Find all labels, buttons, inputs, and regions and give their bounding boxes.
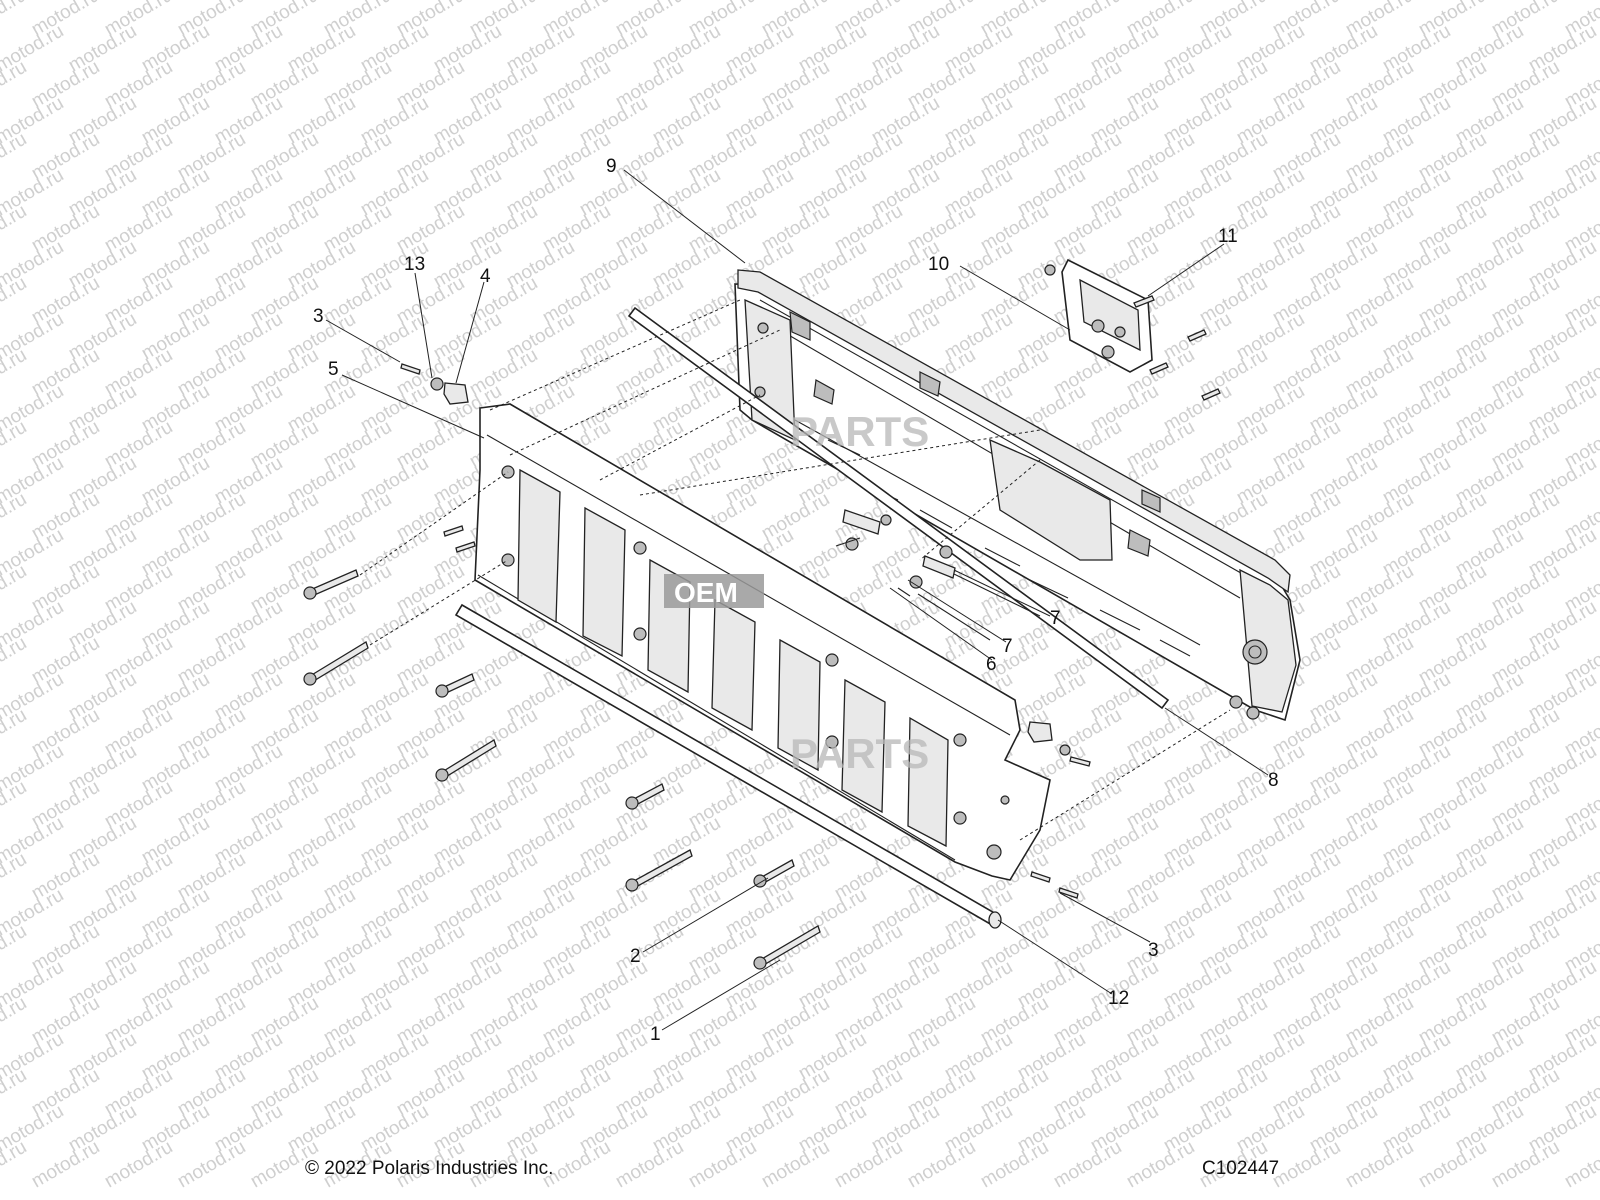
copyright-text: © 2022 Polaris Industries Inc.	[305, 1158, 554, 1179]
callout-10: 10	[928, 254, 949, 275]
callout-7-lower: 7	[1002, 636, 1013, 657]
callout-11: 11	[1218, 226, 1238, 247]
watermark-text: motod.ru	[1415, 1137, 1490, 1193]
watermark-text: motod.ru	[1123, 1137, 1198, 1193]
watermark-text: motod.ru	[1561, 1137, 1600, 1193]
center-watermarks: OEM PARTS PARTS	[664, 408, 929, 777]
drawing-number: C102447	[1202, 1158, 1280, 1179]
watermark-text: motod.ru	[1342, 1137, 1417, 1193]
watermark-text: motod.ru	[174, 1137, 249, 1193]
watermark-text: motod.ru	[0, 201, 30, 257]
watermark-parts-lower: PARTS	[790, 730, 929, 777]
watermark-parts-upper: PARTS	[790, 408, 929, 455]
callout-13: 13	[404, 254, 425, 275]
watermark-text: motod.ru	[977, 1137, 1052, 1193]
watermark-text: motod.ru	[0, 993, 30, 1049]
watermark-text: motod.ru	[0, 129, 30, 185]
watermark-text: motod.ru	[0, 1065, 30, 1121]
callout-12: 12	[1108, 988, 1129, 1009]
callout-3-bottom: 3	[1148, 940, 1159, 961]
callout-2: 2	[630, 946, 641, 967]
callout-6: 6	[986, 654, 997, 675]
callout-8: 8	[1268, 770, 1279, 791]
watermark-text: motod.ru	[0, 1137, 30, 1193]
watermark-text: motod.ru	[0, 417, 30, 473]
hinges-and-washers	[430, 377, 1091, 767]
leader-lines	[325, 169, 1269, 1031]
screws-11	[1133, 295, 1221, 401]
watermark-text: motod.ru	[28, 1137, 103, 1193]
callout-4: 4	[480, 266, 491, 287]
watermark-text: motod.ru	[0, 345, 30, 401]
watermark-text: motod.ru	[0, 57, 30, 113]
watermark-text: motod.ru	[0, 489, 30, 545]
watermark-text: motod.ru	[904, 1137, 979, 1193]
watermark-text: motod.ru	[612, 1137, 687, 1193]
watermark-text: motod.ru	[1269, 1137, 1344, 1193]
watermark-text: motod.ru	[685, 1137, 760, 1193]
callout-3-top: 3	[313, 306, 324, 327]
watermark-text: motod.ru	[0, 0, 30, 40]
watermark-text: motod.ru	[0, 849, 30, 905]
watermark-text: motod.ru	[0, 273, 30, 329]
watermark-text: motod.ru	[0, 705, 30, 761]
callout-7-upper: 7	[1050, 608, 1061, 629]
watermark-text: motod.ru	[831, 1137, 906, 1193]
callout-1: 1	[650, 1024, 661, 1045]
callout-5: 5	[328, 359, 339, 380]
watermark-text: motod.ru	[101, 1137, 176, 1193]
watermark-text: motod.ru	[0, 561, 30, 617]
watermark-text: motod.ru	[1050, 1137, 1125, 1193]
watermark-oem: OEM	[674, 577, 738, 608]
watermark-text: motod.ru	[758, 1137, 833, 1193]
watermark-text: motod.ru	[0, 921, 30, 977]
rivets-and-screws	[303, 363, 1079, 970]
callout-labels: 1 2 3 3 4 5 6 7 7 8 9 10 11 12 13	[313, 156, 1279, 1045]
watermark-text: motod.ru	[0, 633, 30, 689]
latch-plate	[1044, 258, 1153, 373]
front-panel	[474, 403, 1051, 881]
cables-and-clips	[835, 509, 1041, 641]
watermark-text: motod.ru	[1488, 1137, 1563, 1193]
callout-9: 9	[606, 156, 617, 177]
alignment-lines	[359, 299, 1231, 841]
watermark-text: motod.ru	[0, 777, 30, 833]
